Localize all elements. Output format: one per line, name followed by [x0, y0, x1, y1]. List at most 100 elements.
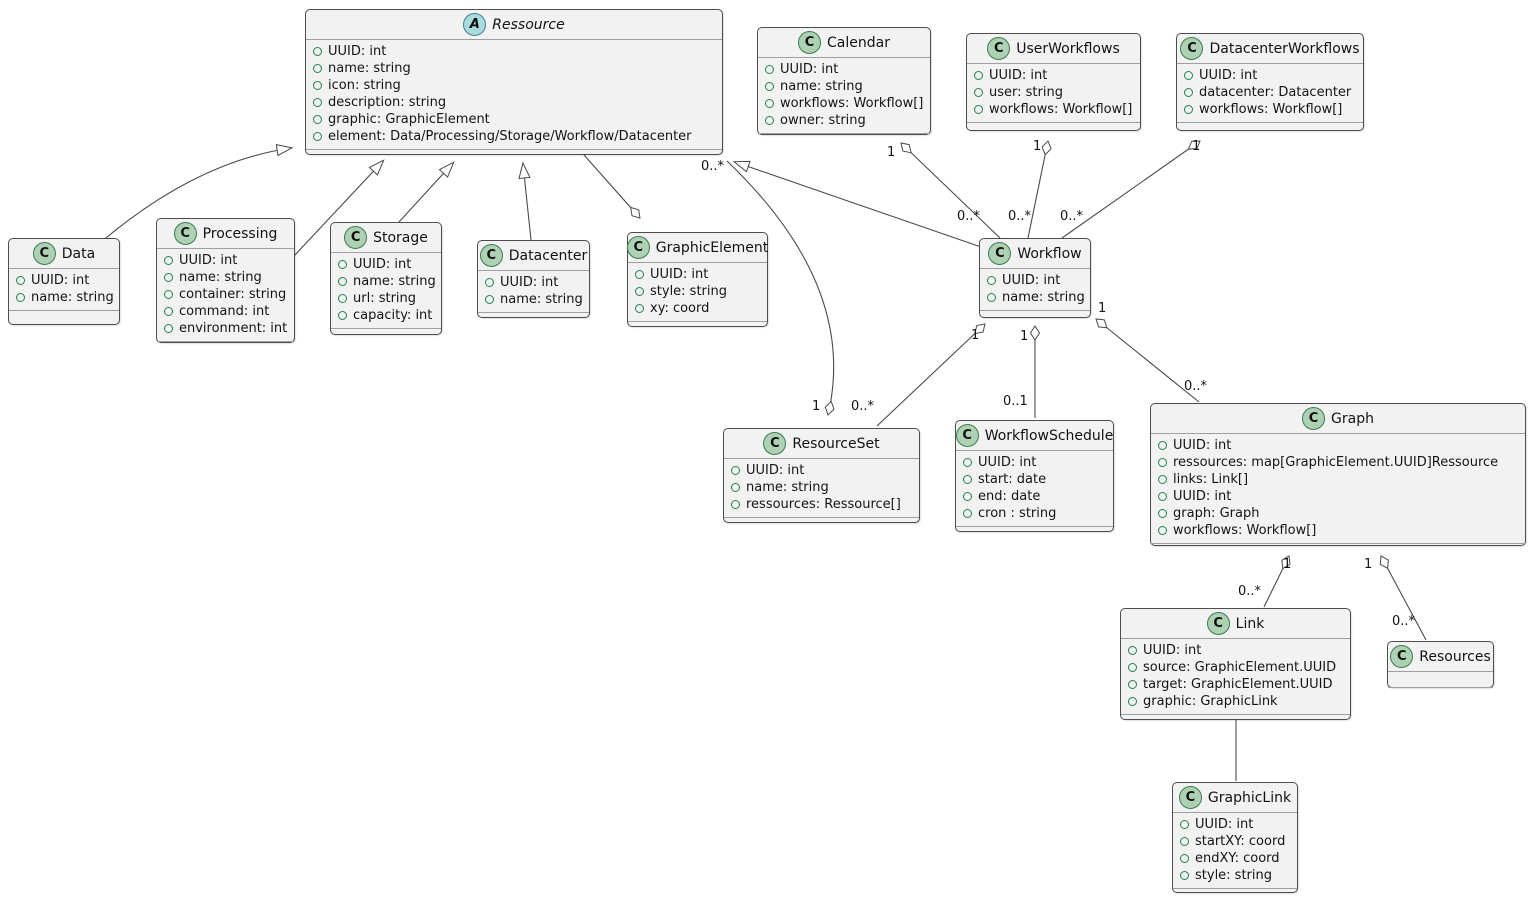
edge-workflow-extends-ressource: [732, 160, 982, 248]
field-visibility-icon: [765, 65, 774, 74]
class-methods-section: [478, 312, 589, 321]
attribute-text: UUID: int: [650, 267, 709, 282]
class-attribute: startXY: coord: [1173, 833, 1297, 850]
class-kind-icon: C: [1178, 786, 1202, 809]
attribute-text: UUID: int: [1199, 68, 1258, 83]
class-title: A Ressource: [306, 10, 722, 39]
class-methods-section: [758, 133, 930, 142]
class-attribute: graph: Graph: [1151, 505, 1525, 522]
class-kind-icon: C: [763, 432, 787, 455]
attribute-text: UUID: int: [328, 44, 387, 59]
field-visibility-icon: [313, 47, 322, 56]
multiplicity-label: 1: [1192, 139, 1201, 154]
class-attribute: source: GraphicElement.UUID: [1121, 659, 1350, 676]
class-name: Datacenter: [508, 247, 588, 264]
edge-data-extends-ressource: [99, 143, 294, 244]
field-visibility-icon: [635, 304, 644, 313]
attribute-text: graphic: GraphicElement: [328, 112, 490, 127]
attribute-text: ressources: map[GraphicElement.UUID]Ress…: [1173, 455, 1499, 470]
attribute-text: user: string: [989, 85, 1063, 100]
attribute-text: cron : string: [978, 506, 1057, 521]
attribute-text: UUID: int: [353, 257, 412, 272]
class-attribute: name: string: [306, 60, 722, 77]
field-visibility-icon: [731, 466, 740, 475]
class-kind-icon: C: [955, 424, 979, 447]
attribute-text: name: string: [179, 270, 262, 285]
class-attribute: UUID: int: [628, 266, 767, 283]
edge-datacenter-extends-ressource: [518, 161, 532, 241]
attribute-text: UUID: int: [1173, 489, 1232, 504]
attribute-text: url: string: [353, 291, 417, 306]
field-visibility-icon: [313, 81, 322, 90]
field-visibility-icon: [963, 475, 972, 484]
class-attribute: workflows: Workflow[]: [967, 101, 1140, 118]
field-visibility-icon: [338, 260, 347, 269]
class-name: Processing: [202, 225, 278, 242]
field-visibility-icon: [16, 293, 25, 302]
field-visibility-icon: [731, 483, 740, 492]
class-kind-icon: A: [463, 13, 487, 36]
class-attribute: cron : string: [956, 505, 1113, 522]
edge-graphicelement-aggregates-ressource: [583, 154, 641, 219]
class-methods-section: [1173, 888, 1297, 897]
attribute-text: UUID: int: [500, 275, 559, 290]
class-attribute: UUID: int: [724, 462, 919, 479]
attribute-text: name: string: [1002, 290, 1085, 305]
field-visibility-icon: [485, 295, 494, 304]
attribute-text: UUID: int: [179, 253, 238, 268]
field-visibility-icon: [765, 99, 774, 108]
class-methods-section: [331, 328, 441, 337]
class-attribute: UUID: int: [1151, 437, 1525, 454]
class-name: WorkflowSchedule: [984, 427, 1114, 444]
field-visibility-icon: [765, 82, 774, 91]
class-attribute: start: date: [956, 471, 1113, 488]
attribute-text: UUID: int: [780, 62, 839, 77]
attribute-text: UUID: int: [1195, 817, 1254, 832]
class-attribute: icon: string: [306, 77, 722, 94]
multiplicity-label: 1: [1033, 139, 1042, 154]
attribute-text: UUID: int: [746, 463, 805, 478]
class-name: GraphicLink: [1207, 789, 1292, 806]
field-visibility-icon: [1128, 697, 1137, 706]
multiplicity-label: 0..1: [1003, 394, 1028, 409]
field-visibility-icon: [1128, 663, 1137, 672]
class-attribute: name: string: [478, 291, 589, 308]
field-visibility-icon: [1180, 820, 1189, 829]
class-name: GraphicElement: [655, 239, 769, 256]
multiplicity-label: 1: [887, 145, 896, 160]
attribute-text: start: date: [978, 472, 1047, 487]
multiplicity-label: 1: [812, 399, 821, 414]
field-visibility-icon: [1158, 509, 1167, 518]
class-attributes: [1388, 671, 1493, 687]
class-attribute: UUID: int: [306, 43, 722, 60]
edge-workflow-aggregates-graph: [1095, 318, 1200, 403]
attribute-text: name: string: [746, 480, 829, 495]
class-attribute: workflows: Workflow[]: [1177, 101, 1363, 118]
class-title: C Graph: [1151, 404, 1525, 433]
attribute-text: end: date: [978, 489, 1041, 504]
class-attribute: UUID: int: [1177, 67, 1363, 84]
multiplicity-label: 0..*: [1238, 584, 1262, 599]
class-kind-icon: C: [1180, 37, 1204, 60]
class-methods-section: [1388, 687, 1493, 696]
attribute-text: name: string: [780, 79, 863, 94]
class-attribute: environment: int: [157, 320, 294, 337]
attribute-text: icon: string: [328, 78, 401, 93]
attribute-text: command: int: [179, 304, 270, 319]
class-title: C Data: [9, 239, 119, 268]
class-kind-icon: C: [32, 242, 56, 265]
field-visibility-icon: [963, 492, 972, 501]
field-visibility-icon: [313, 115, 322, 124]
class-attribute: ressources: Ressource[]: [724, 496, 919, 513]
multiplicity-label: 0..*: [1184, 379, 1208, 394]
